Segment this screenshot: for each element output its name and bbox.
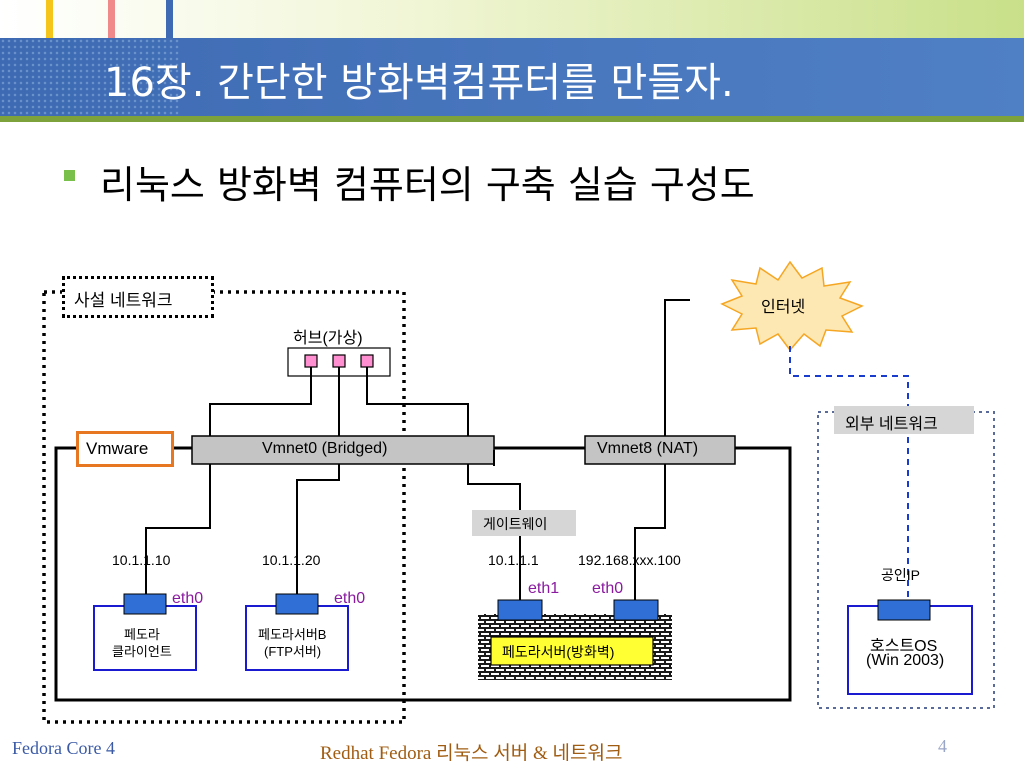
client-name-line2: 클라이언트 <box>112 644 172 659</box>
hub-port-3 <box>360 354 374 368</box>
private-network-region <box>42 290 406 724</box>
external-network-region <box>817 411 995 709</box>
public-ip-label: 공인IP <box>881 567 920 583</box>
vmnet8-wires <box>634 299 690 602</box>
vmnet8-bar <box>584 435 736 465</box>
external-network-label: 외부 네트워크 <box>845 416 938 433</box>
header-dot-pattern <box>0 38 180 116</box>
firewall-iface-eth0: eth0 <box>592 580 624 597</box>
bullet-icon <box>64 170 75 181</box>
header-accent-bar-yellow <box>46 0 53 38</box>
private-network-label: 사설 네트워크 <box>74 291 173 310</box>
nic-firewall-eth0 <box>613 599 659 621</box>
firewall-ip-eth0: 192.168.xxx.100 <box>578 552 681 568</box>
footer-center: Redhat Fedora 리눅스 서버 & 네트워크 <box>320 743 623 764</box>
internet-host-link <box>789 346 909 600</box>
vmware-label-box <box>76 431 174 467</box>
nic-ftp <box>275 593 319 615</box>
vmnet8-label: Vmnet8 (NAT) <box>597 440 699 457</box>
host-os-name-line2: (Win 2003) <box>866 652 945 669</box>
bullet-text: 리눅스 방화벽 컴퓨터의 구축 실습 구성도 <box>100 163 755 207</box>
nic-firewall-eth1 <box>497 599 543 621</box>
firewall-ip-eth1: 10.1.1.1 <box>488 552 539 568</box>
header-accent-bar-blue <box>166 0 173 38</box>
nic-host-os <box>877 599 931 621</box>
private-network-label-box <box>62 276 214 318</box>
gateway-label: 게이트웨이 <box>483 516 548 532</box>
hub-wires <box>209 367 469 436</box>
external-network-label-box <box>834 406 974 434</box>
page-number: 4 <box>938 736 947 756</box>
client-iface: eth0 <box>172 590 204 607</box>
header-accent-bar-pink <box>108 0 115 38</box>
firewall-name: 페도라서버(방화벽) <box>502 644 615 660</box>
vmnet0-wires <box>145 450 521 602</box>
footer-left: Fedora Core 4 <box>12 738 115 758</box>
ftp-name-line2: (FTP서버) <box>264 644 322 659</box>
internet-label: 인터넷 <box>761 299 806 316</box>
header-underline <box>0 116 1024 122</box>
client-ip: 10.1.1.10 <box>112 552 171 568</box>
hub-port-1 <box>304 354 318 368</box>
firewall-iface-eth1: eth1 <box>528 580 560 597</box>
hub-port-2 <box>332 354 346 368</box>
vmnet0-label: Vmnet0 (Bridged) <box>262 440 388 457</box>
host-os-name-line1: 호스트OS <box>870 638 938 655</box>
gateway-box <box>472 510 576 536</box>
nic-client <box>123 593 167 615</box>
client-name-line1: 페도라 <box>124 627 160 642</box>
vmware-label: Vmware <box>86 439 149 458</box>
ftp-ip: 10.1.1.20 <box>262 552 321 568</box>
ftp-name-line1: 페도라서버B <box>258 627 327 642</box>
ftp-iface: eth0 <box>334 590 366 607</box>
firewall-label-box <box>490 636 654 666</box>
slide-title: 16장. 간단한 방화벽컴퓨터를 만들자. <box>104 60 734 106</box>
hub-label: 허브(가상) <box>293 330 363 347</box>
